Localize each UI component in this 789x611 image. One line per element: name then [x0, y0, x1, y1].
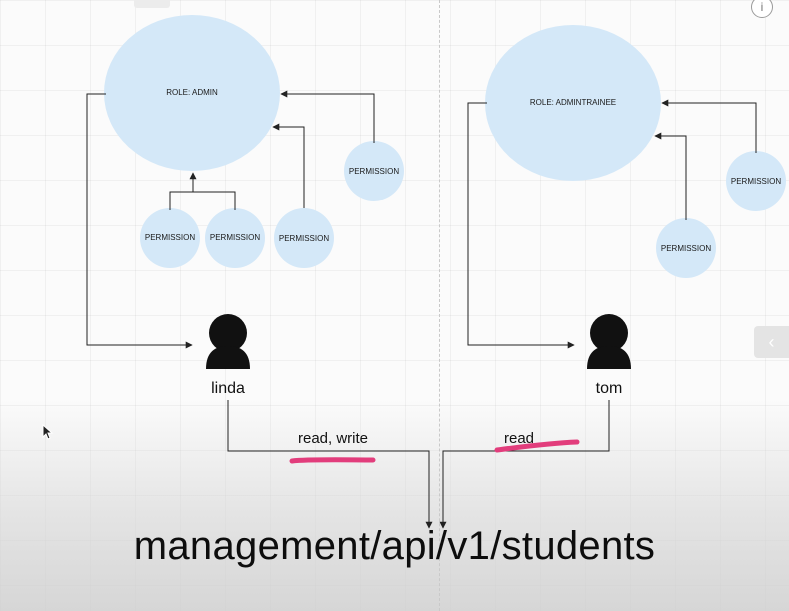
user-icon[interactable]: [206, 314, 250, 369]
top-tab[interactable]: [134, 0, 170, 8]
highlight-stroke: [494, 439, 580, 453]
permission-label: PERMISSION: [279, 234, 329, 243]
bottom-shade: [0, 400, 789, 611]
permission-label: PERMISSION: [661, 244, 711, 253]
connectors-admintrainee: [467, 99, 757, 349]
role-admintrainee-node[interactable]: [485, 25, 661, 181]
permission-node[interactable]: [140, 208, 200, 268]
role-admintrainee-label: ROLE: ADMINTRAINEE: [530, 98, 616, 107]
info-icon[interactable]: i: [751, 0, 773, 18]
permission-label: PERMISSION: [731, 177, 781, 186]
access-connectors: [227, 400, 610, 529]
permission-node[interactable]: [205, 208, 265, 268]
highlight-stroke: [289, 457, 376, 464]
permission-node[interactable]: [656, 218, 716, 278]
permission-node[interactable]: [726, 151, 786, 211]
connectors-admin: [86, 90, 375, 349]
chevron-left-icon[interactable]: ‹: [754, 326, 789, 358]
role-admin-label: ROLE: ADMIN: [166, 88, 218, 97]
permission-node[interactable]: [344, 141, 404, 201]
mouse-cursor-icon: [42, 424, 54, 440]
access-label-tom: read: [504, 430, 534, 447]
endpoint-label: management/api/v1/students: [133, 524, 656, 568]
user-name-tom: tom: [596, 380, 623, 397]
access-label-linda: read, write: [298, 430, 368, 447]
page-divider: [439, 0, 440, 611]
permission-node[interactable]: [274, 208, 334, 268]
permission-label: PERMISSION: [349, 167, 399, 176]
user-icon[interactable]: [587, 314, 631, 369]
permission-label: PERMISSION: [145, 233, 195, 242]
user-name-linda: linda: [211, 380, 245, 397]
permission-label: PERMISSION: [210, 233, 260, 242]
role-admin-node[interactable]: [104, 15, 280, 171]
